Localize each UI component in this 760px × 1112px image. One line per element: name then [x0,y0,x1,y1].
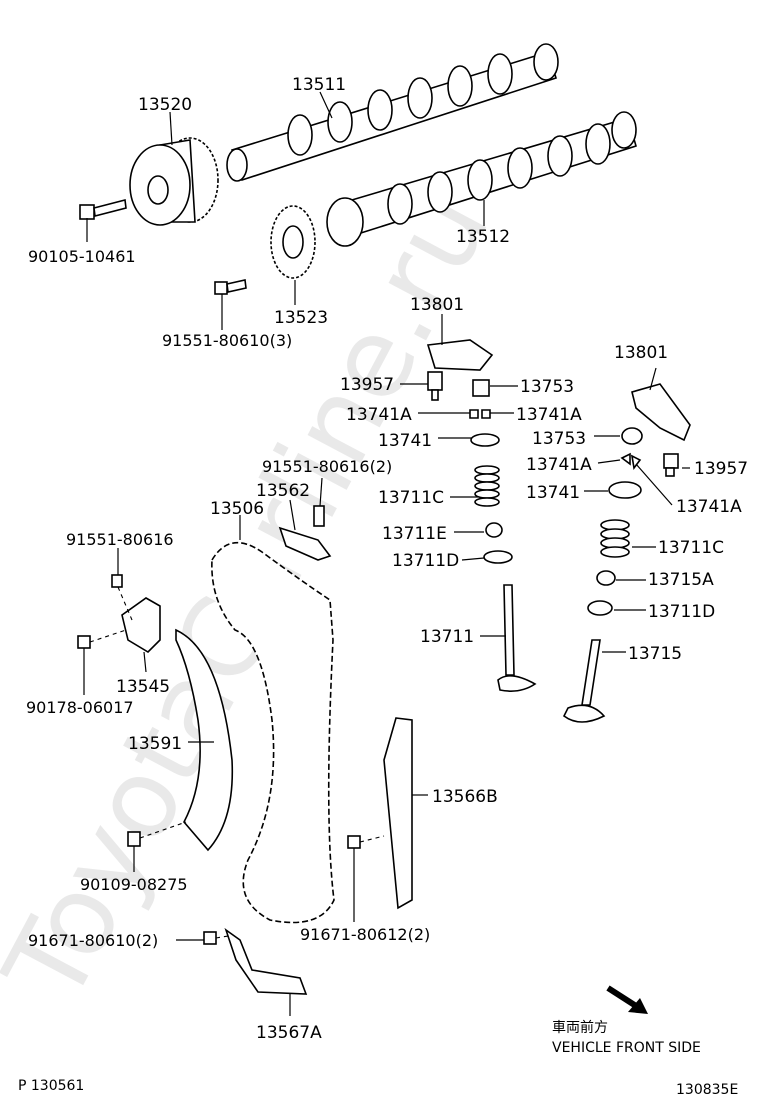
label-13520: 13520 [138,95,192,115]
valve-13711 [497,584,537,692]
label-13801-a: 13801 [410,295,464,315]
label-91551-80616-2: 91551-80616(2) [262,457,392,476]
label-13741A-d: 13741A [676,497,742,517]
label-13711D-b: 13711D [648,602,715,622]
seat-13711D-a [483,550,513,564]
retainer-13741-a [470,433,500,447]
camshaft-13512 [326,111,637,247]
spring-13711C-b [600,519,630,558]
label-91671-80610: 91671-80610(2) [28,931,158,950]
lash-adjuster-13957-b [663,453,679,477]
vvt-gear-13520 [129,137,219,226]
label-13957-b: 13957 [694,459,748,479]
bolt-90109 [127,831,141,847]
label-91551-80610-3: 91551-80610(3) [162,331,292,350]
label-13506: 13506 [210,499,264,519]
label-13715A: 13715A [648,570,714,590]
seal-13711E [485,522,503,538]
label-13715: 13715 [628,644,682,664]
lash-adjuster-13957-a [427,371,443,401]
vehicle-front-arrow-icon [606,985,648,1014]
label-13711E: 13711E [382,524,447,544]
label-13753-b: 13753 [532,429,586,449]
label-13523: 13523 [274,308,328,328]
spring-13711C-a [474,465,500,507]
rocker-arm-13801-b [631,383,691,442]
label-90105: 90105-10461 [28,247,136,266]
drawing-reference: 130835E [676,1082,738,1098]
direction-jp-text: 車両前方 [552,1019,608,1036]
label-13512: 13512 [456,227,510,247]
seat-13711D-b [587,600,613,616]
label-13741A-c: 13741A [526,455,592,475]
label-13566B: 13566B [432,787,498,807]
page-reference: P 130561 [18,1078,84,1094]
bolt-91671-80610 [203,931,217,945]
label-13711C-a: 13711C [378,488,444,508]
label-91671-80612: 91671-80612(2) [300,925,430,944]
label-13545: 13545 [116,677,170,697]
label-13562: 13562 [256,481,310,501]
tensioner-13545 [121,597,161,654]
valve-cap-13753-a [472,379,490,397]
bolt-90105 [79,198,127,220]
label-13711: 13711 [420,627,474,647]
label-13711D-a: 13711D [392,551,459,571]
direction-en-text: VEHICLE FRONT SIDE [552,1040,701,1056]
camshaft-13511 [226,43,559,182]
label-13741-b: 13741 [526,483,580,503]
label-13741-a: 13741 [378,431,432,451]
chain-guide-13591 [175,628,234,852]
label-13711C-b: 13711C [658,538,724,558]
retainer-13741-b [608,481,642,499]
sprocket-13523 [270,205,316,279]
label-13957-a: 13957 [340,375,394,395]
rocker-arm-13801-a [426,339,494,371]
chain-guide-13566B [383,717,413,910]
seal-13715A [596,570,616,586]
label-13753-a: 13753 [520,377,574,397]
bolt-91551-80616-2 [313,505,325,527]
label-13741A-b: 13741A [516,405,582,425]
bolt-91671-80612 [347,835,361,849]
label-90178: 90178-06017 [26,698,134,717]
bolt-91551-80610 [214,279,247,295]
bracket-13562 [278,526,332,561]
bracket-13567A [224,927,308,995]
label-13801-b: 13801 [614,343,668,363]
label-91551-80616: 91551-80616 [66,530,174,549]
bolt-90178 [77,635,91,649]
label-13741A-a: 13741A [346,405,412,425]
label-90109: 90109-08275 [80,875,188,894]
valve-13715 [562,639,606,723]
dashed-leaders [89,586,385,939]
label-13591: 13591 [128,734,182,754]
label-13567A: 13567A [256,1023,322,1043]
valve-cap-13753-b [621,427,643,445]
leader-lines [83,91,690,1016]
bolt-91551-80616 [111,574,123,588]
keepers-13741A-a [469,409,491,419]
label-13511: 13511 [292,75,346,95]
timing-chain-13506 [211,541,335,924]
keepers-13741A-c [620,452,642,470]
